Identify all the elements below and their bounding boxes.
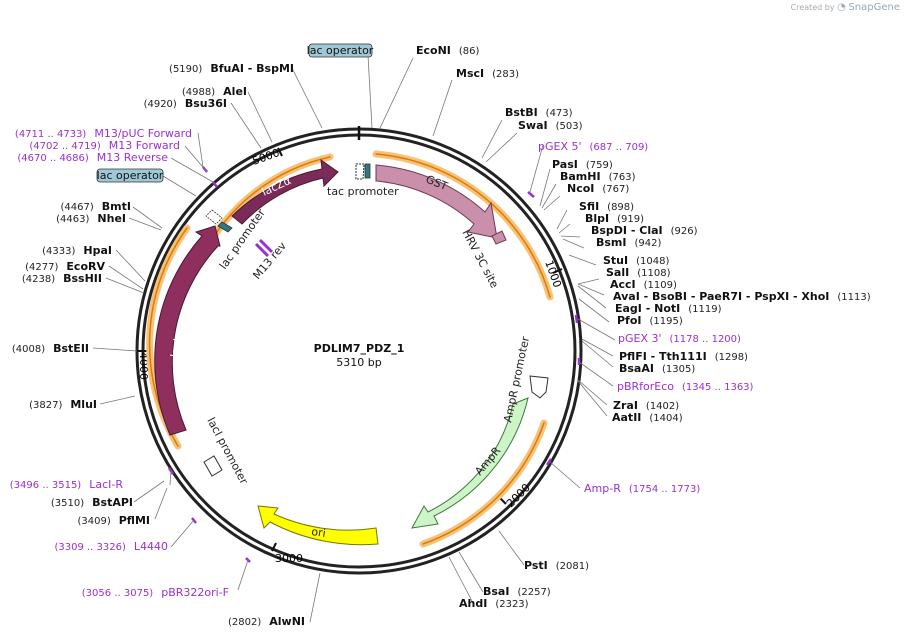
enzyme-econi[interactable]: EcoNI(86) [416,44,480,57]
enzyme-ncoi[interactable]: NcoI(767) [567,182,629,195]
enzyme-bstapi[interactable]: (3510)BstAPI [51,496,133,509]
primer-ring-markers [167,166,581,563]
enzyme-labels-left: (2802)AlwNI (3409)PflMI (3510)BstAPI (38… [12,62,305,628]
enzyme-zrai[interactable]: ZraI(1402) [613,399,679,412]
credit-prefix: Created by [790,3,835,12]
enzyme-acci[interactable]: AccI(1109) [610,278,677,291]
snapgene-credit: Created by ◔ SnapGene [791,2,900,13]
m13-rev-primer-marker[interactable] [254,238,274,258]
enzyme-alei[interactable]: (4988)AleI [182,85,247,98]
ampr-orf-line [422,422,545,545]
laci-label: lacI [168,337,184,358]
tick-1000 [552,268,563,274]
enzyme-bsaai[interactable]: BsaAI(1305) [619,362,695,375]
enzyme-alwni[interactable]: (2802)AlwNI [228,615,305,628]
enzyme-swai[interactable]: SwaI(503) [518,119,583,132]
enzyme-bfuai-bspmi[interactable]: (5190)BfuAI - BspMI [169,62,294,75]
primer-laci-r[interactable]: (3496 .. 3515)LacI-R [10,478,124,491]
lac-promoter-feature[interactable] [205,209,223,225]
tac-lac-operator-box [364,163,371,179]
enzyme-blpi[interactable]: BlpI(919) [585,212,644,225]
enzyme-sali[interactable]: SalI(1108) [606,266,671,279]
lac-operator-box [217,221,233,233]
ampr-promoter-feature[interactable] [529,375,549,399]
enzyme-bmti[interactable]: (4467)BmtI [61,200,131,213]
enzyme-hpai[interactable]: (4333)HpaI [42,244,112,257]
primer-m13-forward[interactable]: (4702 .. 4719)M13 Forward [29,139,180,152]
enzyme-pfoi[interactable]: PfoI(1195) [617,314,683,327]
hrv-3c-site-feature[interactable] [491,230,507,245]
primer-pgex3[interactable]: pGEX 3'(1178 .. 1200) [618,332,741,345]
enzyme-pflfi-tth111i[interactable]: PflFI - Tth111I(1298) [619,350,748,363]
plasmid-name: PDLIM7_PDZ_1 [314,342,405,355]
m13-reverse-marker [212,181,218,188]
primer-pbrforeco[interactable]: pBRforEco(1345 .. 1363) [617,380,754,393]
primer-m13-reverse[interactable]: (4670 .. 4686)M13 Reverse [17,151,168,164]
primer-pbr322ori-f[interactable]: (3056 .. 3075)pBR322ori-F [82,586,229,599]
credit-brand: SnapGene [848,2,900,13]
gst-orf-line [375,153,551,298]
laci-promoter-feature[interactable] [203,455,223,477]
tick-5000 [277,147,283,157]
enzyme-aatii[interactable]: AatII(1404) [612,411,683,424]
tick-label-3000: 3000 [275,552,303,565]
snapgene-logo-icon: ◔ [837,2,846,13]
enzyme-mlui[interactable]: (3827)MluI [29,398,97,411]
enzyme-bsshii[interactable]: (4238)BssHII [22,272,102,285]
enzyme-bsu36i[interactable]: (4920)Bsu36I [144,97,227,110]
pgex5-marker [527,191,535,198]
primer-amp-r[interactable]: Amp-R(1754 .. 1773) [584,482,700,495]
enzyme-psti[interactable]: PstI(2081) [524,559,589,572]
lac-operator-left-label: lac operator [97,169,164,182]
primer-pgex5[interactable]: pGEX 5'(687 .. 709) [538,140,648,153]
enzyme-stui[interactable]: StuI(1048) [603,254,669,267]
lac-operator-left-box[interactable] [96,168,164,183]
primer-m13-puc-forward[interactable]: (4711 .. 4733)M13/pUC Forward [15,127,192,140]
pgex3-marker [574,314,579,324]
enzyme-sfii[interactable]: SfiI(898) [579,200,634,213]
enzyme-bsmi[interactable]: BsmI(942) [596,236,661,249]
lac-operator-top-box[interactable] [308,43,373,58]
enzyme-bspdi-clai[interactable]: BspDI - ClaI(926) [591,224,698,237]
callout-lines [92,54,616,623]
laci-feature[interactable] [154,225,221,436]
enzyme-bstbi[interactable]: BstBI(473) [505,106,573,119]
enzyme-avai-group[interactable]: AvaI - BsoBI - PaeR7I - PspXI - XhoI(111… [613,290,871,303]
tick-label-5000: 5000 [251,146,282,168]
enzyme-eagi-noti[interactable]: EagI - NotI(1119) [615,302,722,315]
ori-label: ori [311,525,327,540]
ori-feature[interactable] [257,505,379,546]
enzyme-msci[interactable]: MscI(283) [456,67,519,80]
enzyme-nhei[interactable]: (4463)NheI [56,212,126,225]
enzyme-pflmi[interactable]: (3409)PflMI [77,514,150,527]
ampr-primer-marker [545,458,553,466]
enzyme-pasi[interactable]: PasI(759) [552,158,613,171]
enzyme-bsai[interactable]: BsaI(2257) [483,585,551,598]
enzyme-labels: EcoNI(86) MscI(283) BstBI(473) SwaI(503)… [416,44,871,610]
enzyme-bsteii[interactable]: (4008)BstEII [12,342,89,355]
primer-labels: pGEX 5'(687 .. 709) pGEX 3'(1178 .. 1200… [10,127,754,599]
lacza-feature[interactable] [231,158,339,225]
gst-feature[interactable] [375,164,498,239]
tick-3000 [271,542,277,552]
laci-promoter-label: lacI promoter [204,415,250,487]
tac-promoter-label: tac promoter [327,185,399,198]
enzyme-ecorv[interactable]: (4277)EcoRV [25,260,105,273]
ampr-feature[interactable] [411,397,529,529]
plasmid-size: 5310 bp [336,356,381,369]
lac-operator-top-label: lac operator [307,44,374,57]
primer-l4440[interactable]: (3309 .. 3326)L4440 [54,540,168,553]
ampr-promoter-label: AmpR promoter [501,335,532,424]
tac-promoter-feature[interactable] [355,163,365,180]
enzyme-bamhi[interactable]: BamHI(763) [560,170,636,183]
enzyme-ahdi[interactable]: AhdI(2323) [459,597,529,610]
